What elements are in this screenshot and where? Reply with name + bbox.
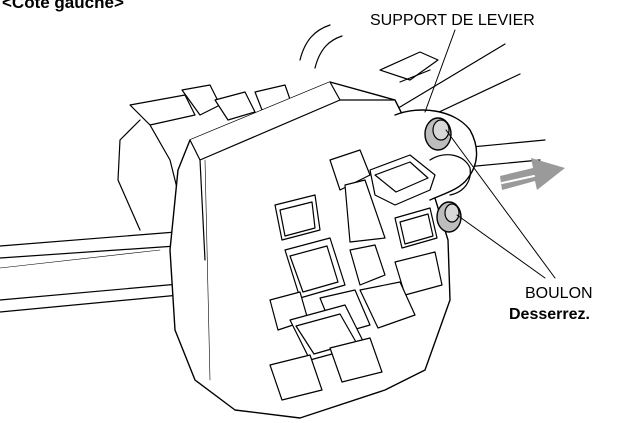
upper-cables: [299, 24, 439, 83]
figure-title: <Côté gauche>: [2, 0, 124, 12]
lever-bracket: [394, 109, 478, 201]
leader-lines: [424, 29, 556, 279]
bolt-lower: [436, 201, 462, 233]
direction-arrow: [500, 158, 565, 190]
switch-buttons: [269, 149, 443, 401]
bolt-upper: [424, 117, 452, 151]
label-bolt-action: Desserrez.: [509, 306, 590, 323]
label-lever-bracket: SUPPORT DE LEVIER: [370, 12, 535, 29]
label-bolt: BOULON: [525, 285, 593, 302]
